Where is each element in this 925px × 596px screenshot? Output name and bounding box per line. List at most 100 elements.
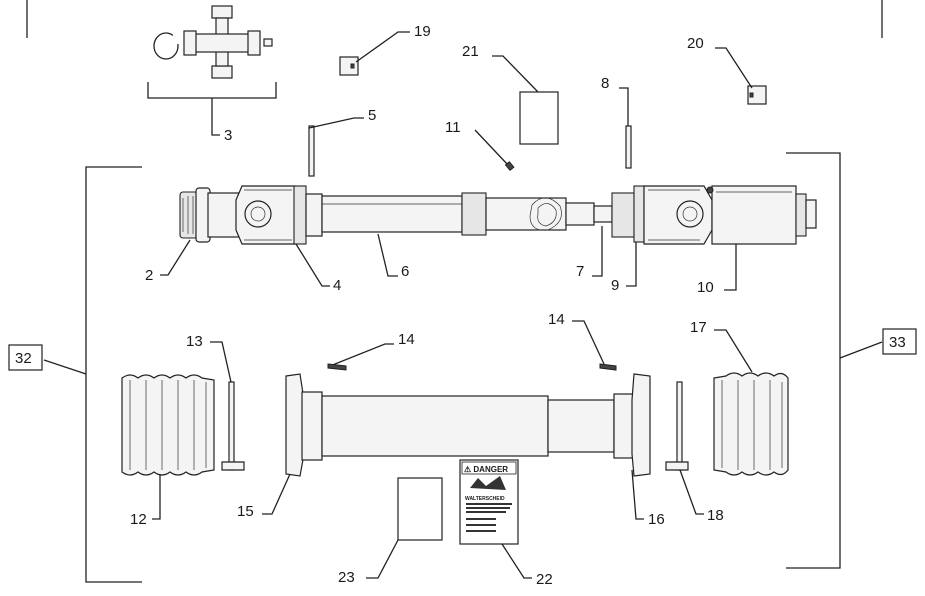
callout-12: 12: [130, 511, 147, 528]
decal-text-line-4: [466, 518, 496, 520]
part-17-right-bellows: [713, 372, 789, 476]
right-u-joint-edges: [648, 189, 700, 241]
part-8-pin: [625, 125, 632, 169]
part-6-outer-tube: [321, 195, 463, 233]
part-18-buckle: [665, 461, 689, 471]
callout-9: 9: [611, 277, 619, 294]
bearing-cap-left: [183, 30, 197, 56]
leader-21: [492, 55, 539, 93]
callout-18: 18: [707, 507, 724, 524]
leader-2: [160, 239, 191, 276]
leader-10: [724, 244, 737, 291]
part-16-cone-neck: [613, 393, 635, 459]
callout-2: 2: [145, 267, 153, 284]
part-9-flange: [633, 185, 645, 243]
decal-text-line-5: [466, 524, 496, 526]
part-9-collar: [611, 192, 635, 238]
callout-3: 3: [224, 127, 232, 144]
leader-12: [152, 474, 161, 520]
bearing-cap-bottom: [211, 65, 233, 79]
part-14-screw-left: [327, 363, 347, 371]
decal-text-line-1: [466, 503, 512, 505]
decal-text-line-2: [466, 507, 510, 509]
leader-8: [619, 87, 629, 126]
part-15-cone-neck: [301, 391, 323, 461]
bearing-cap-top: [211, 5, 233, 19]
part-10-grease-fitting: [706, 186, 714, 194]
right-bellows-body: [713, 372, 789, 476]
right-bellows-ribs: [721, 380, 783, 470]
group-label-box-33: [882, 328, 917, 355]
leader-17: [714, 329, 753, 373]
leader-19: [355, 31, 410, 63]
callout-14a: 14: [398, 331, 415, 348]
bracket-group-33: [786, 152, 841, 569]
part-11-screw: [504, 161, 515, 172]
part-23-decal: [397, 477, 443, 541]
cross-horizontal-arm: [193, 33, 251, 53]
leader-20: [715, 47, 753, 89]
driveshaft-assembly: [179, 185, 817, 245]
callout-15: 15: [237, 503, 254, 520]
callout-21: 21: [462, 43, 479, 60]
inner-shaft-step: [565, 202, 595, 226]
danger-decal-brand: WALTERSCHEID: [465, 496, 505, 502]
leader-5: [308, 117, 364, 129]
guard-tube: [285, 373, 651, 477]
decal-text-line-6: [466, 530, 496, 532]
leader-14a: [329, 343, 394, 367]
leader-6: [377, 233, 398, 277]
part-14-screw-right: [599, 363, 617, 371]
callout-6: 6: [401, 263, 409, 280]
callout-10: 10: [697, 279, 714, 296]
part-20-decal: [747, 85, 767, 105]
callout-5: 5: [368, 107, 376, 124]
leader-9: [626, 242, 637, 287]
part-15-guard-cone: [285, 373, 305, 477]
callout-23: 23: [338, 569, 355, 586]
bearing-cap-right: [247, 30, 261, 56]
left-bellows-ribs: [129, 380, 207, 470]
grease-fitting: [263, 38, 273, 47]
cross-bearing-kit: [153, 5, 273, 79]
left-u-joint-cap: [244, 200, 272, 228]
leader-15: [262, 473, 291, 515]
part-10-end-cap: [805, 199, 817, 229]
part-10-end-collar: [795, 193, 807, 237]
callout-13: 13: [186, 333, 203, 350]
leader-3: [211, 98, 220, 136]
inner-tube: [485, 197, 567, 231]
right-u-joint-cap: [676, 200, 704, 228]
bracket-part-3: [147, 82, 277, 99]
part-7-shaft: [593, 205, 613, 223]
leader-23: [366, 539, 399, 579]
leader-4: [295, 243, 330, 287]
leader-13: [210, 341, 232, 383]
callout-33: 33: [889, 334, 906, 351]
part-20-mark: [749, 92, 754, 98]
leader-18: [679, 469, 704, 515]
guard-inner-tube: [547, 399, 615, 453]
part-21-manual: [519, 91, 559, 145]
leader-7: [592, 226, 603, 277]
callout-8: 8: [601, 75, 609, 92]
right-u-joint-cap-inner: [682, 206, 698, 222]
callout-22: 22: [536, 571, 553, 588]
part-12-left-bellows: [121, 374, 215, 476]
group-label-box-32: [8, 344, 43, 371]
inner-tube-profile-inner: [537, 203, 557, 227]
inner-tube-profile: [529, 197, 562, 231]
part-19-mark: [350, 63, 355, 69]
part-16-guard-cone: [631, 373, 651, 477]
part-13-buckle: [221, 461, 245, 471]
part-5-pin: [308, 125, 315, 177]
guard-outer-tube: [321, 395, 549, 457]
callout-14b: 14: [548, 311, 565, 328]
callout-32: 32: [15, 350, 32, 367]
part-13-strap: [228, 381, 235, 471]
part-4-yoke-collar: [293, 185, 307, 245]
left-bellows-body: [121, 374, 215, 476]
snap-ring: [153, 32, 179, 60]
part-2-splines: [182, 196, 194, 234]
danger-decal-header-band: [461, 461, 517, 475]
